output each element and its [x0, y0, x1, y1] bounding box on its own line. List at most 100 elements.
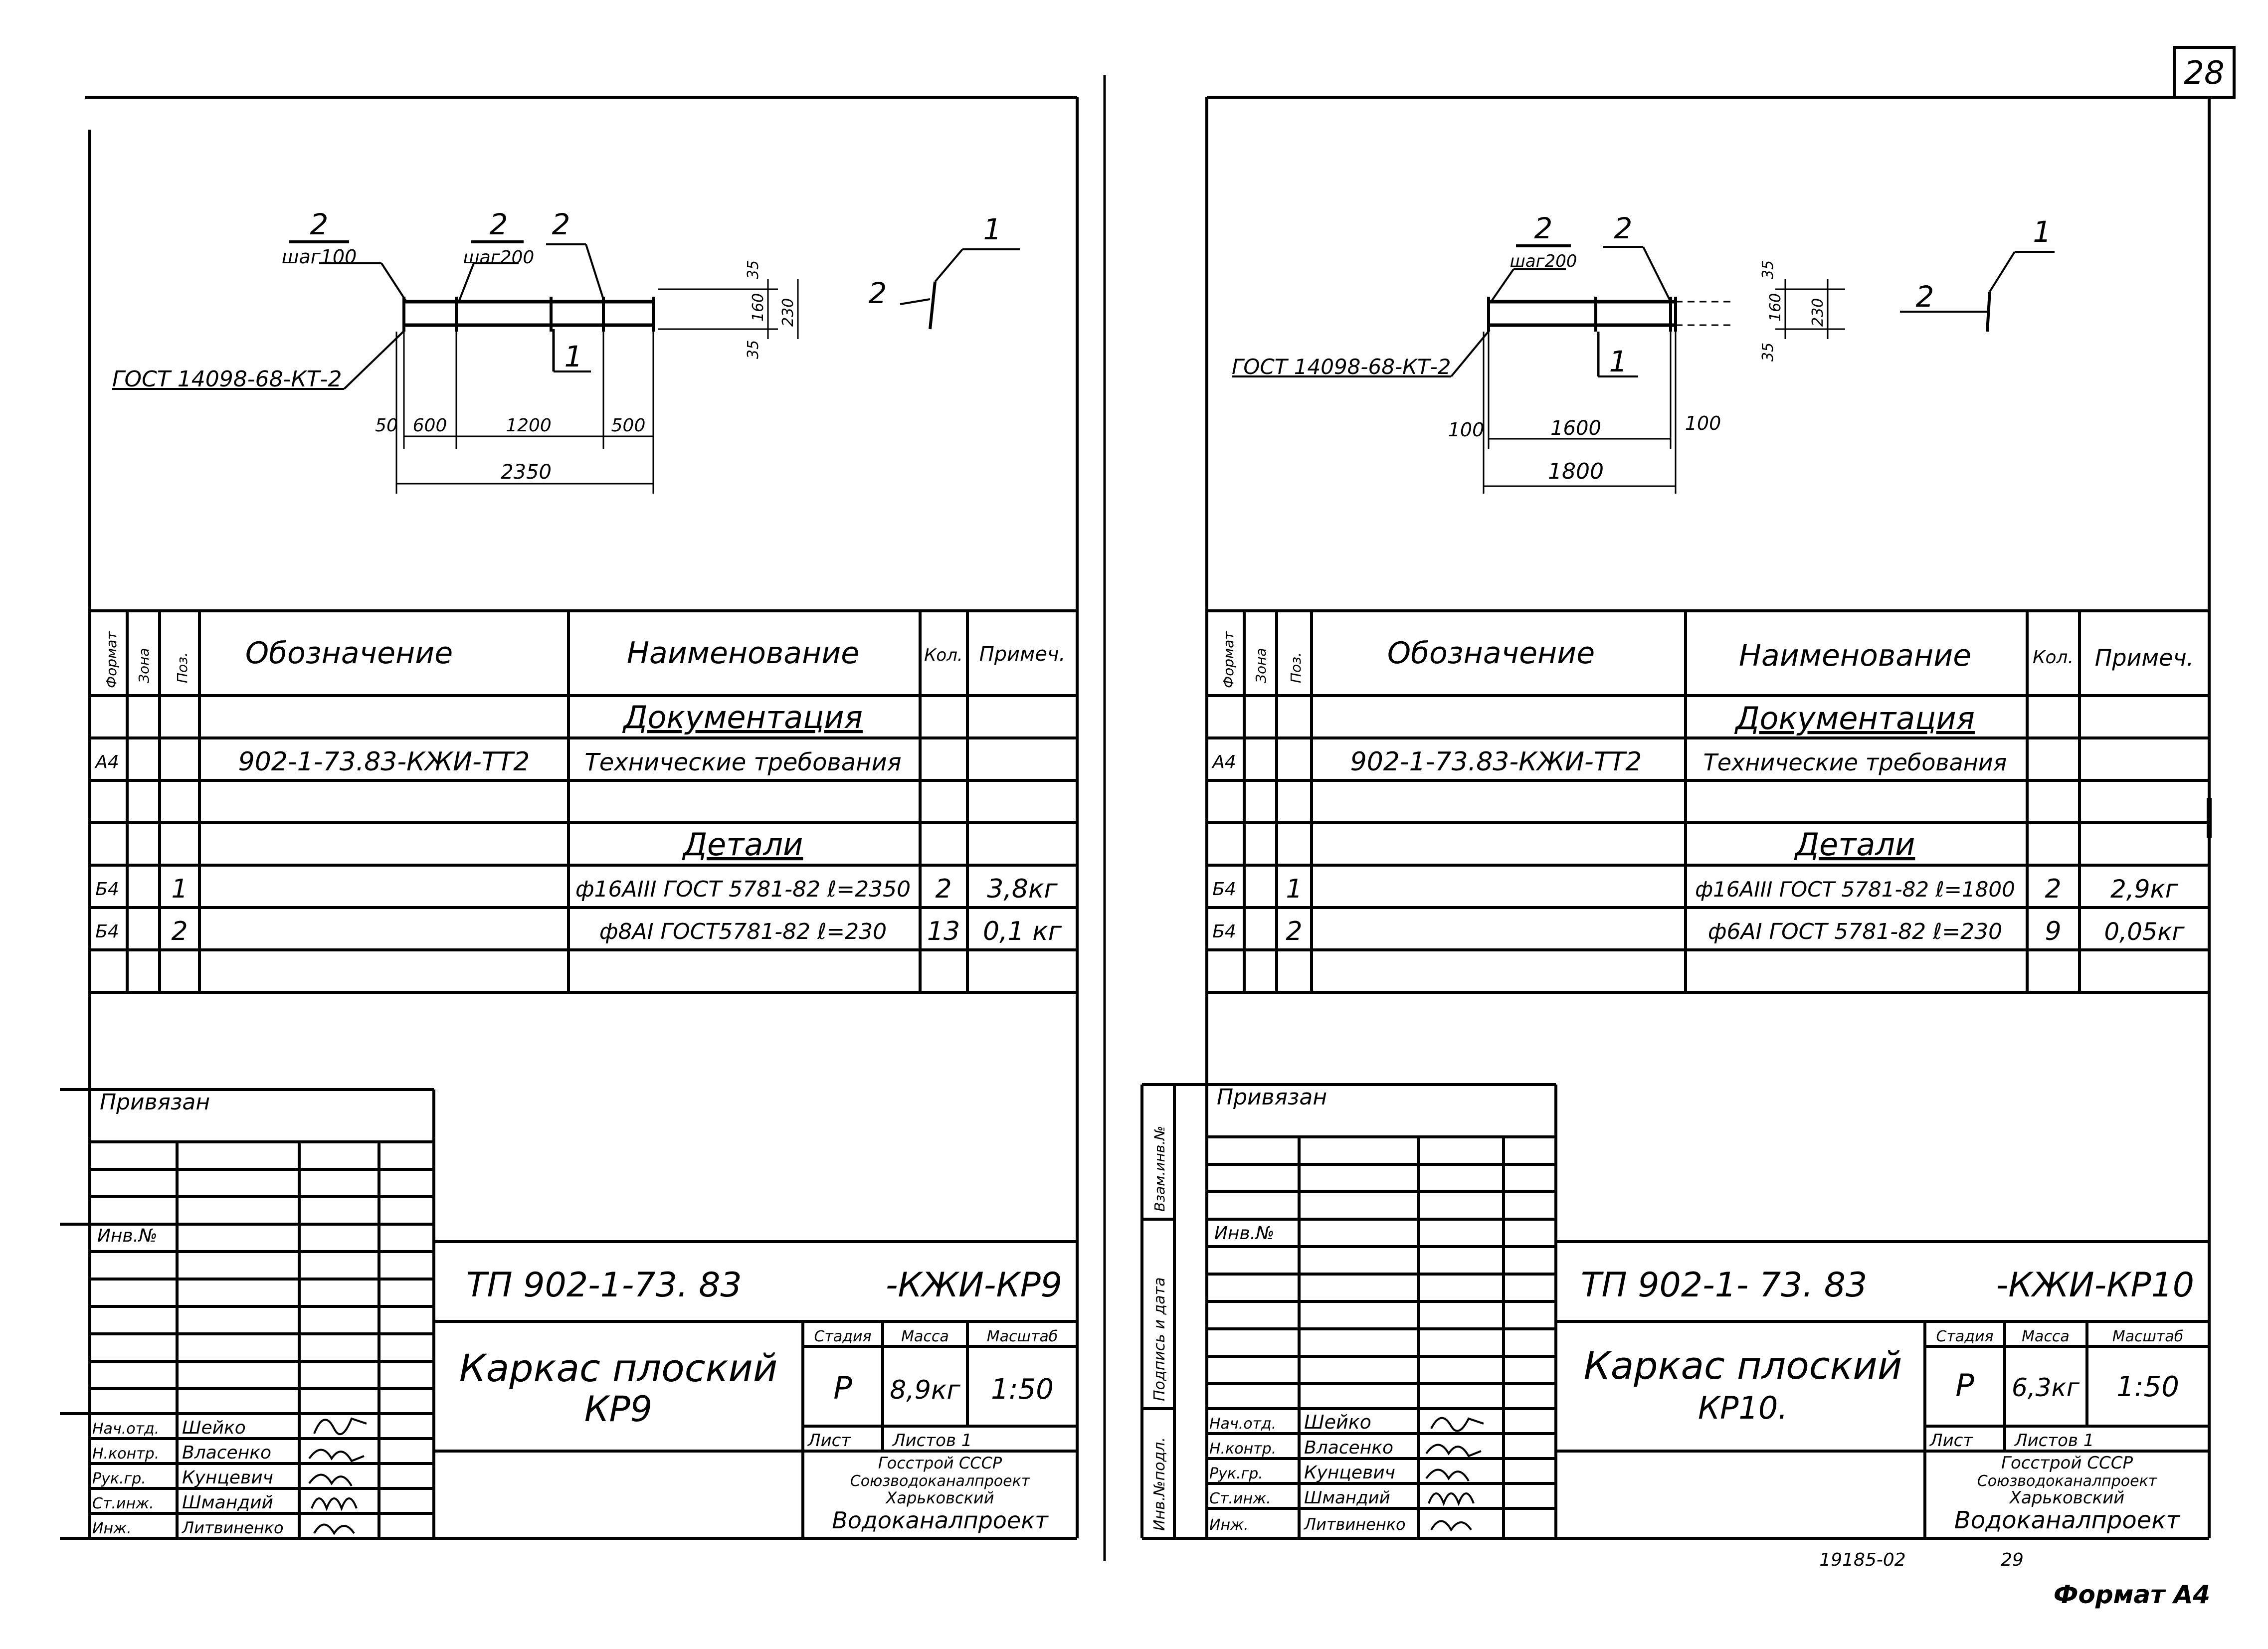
- left-name-1: Шейко: [182, 1418, 246, 1438]
- right-h-designation: Обозначение: [1387, 636, 1595, 671]
- right-dim-100b: 100: [1685, 412, 1721, 434]
- right-role-3: Рук.гр.: [1209, 1465, 1263, 1482]
- right-privyazan: Привязан: [1217, 1085, 1327, 1110]
- right-label-1-sub: шаг200: [1510, 251, 1577, 271]
- right-section-mark: 1: [1609, 345, 1628, 378]
- right-detail-num-left: 2: [1916, 280, 1934, 314]
- right-doc-designation: 902-1-73.83-КЖИ-ТТ2: [1350, 747, 1642, 777]
- left-side-dim-2: 160: [750, 293, 767, 322]
- right-row2-name: ф6АI ГОСТ 5781-82 ℓ=230: [1708, 919, 2002, 944]
- right-inv: Инв.№: [1214, 1223, 1275, 1244]
- right-h-name: Наименование: [1739, 638, 1971, 673]
- footer-sheet: 29: [2001, 1550, 2024, 1570]
- left-h-note: Примеч.: [979, 643, 1066, 666]
- right-side-dim-1: 35: [1759, 260, 1777, 279]
- right-h-pos: Поз.: [1288, 652, 1304, 683]
- left-detail-num-top: 1: [983, 212, 1002, 246]
- right-section-docs: Документация: [1734, 700, 1975, 736]
- left-dim-500: 500: [611, 415, 646, 436]
- right-side-dim-2: 160: [1767, 293, 1784, 322]
- right-spec-table: Формат Зона Поз. Обозначение Наименовани…: [1211, 631, 2194, 946]
- left-org-3: Харьковский: [885, 1488, 994, 1507]
- right-side-label-3: Взам.инв.№: [1151, 1126, 1168, 1212]
- right-doc-format: А4: [1211, 752, 1236, 772]
- left-lists: Листов 1: [892, 1431, 972, 1451]
- sheet-left: [60, 96, 1079, 1540]
- right-role-5: Инж.: [1209, 1516, 1249, 1534]
- left-side-dim-3: 35: [745, 340, 762, 359]
- right-dim-total: 1800: [1548, 459, 1604, 484]
- right-row2-note: 0,05кг: [2104, 918, 2185, 946]
- left-doc-code: ТП 902-1-73. 83: [466, 1266, 742, 1305]
- right-dim-100a: 100: [1448, 419, 1485, 441]
- right-signature-4: [1428, 1492, 1475, 1506]
- footer-code: 19185-02: [1819, 1550, 1905, 1570]
- right-row2-pos: 2: [1286, 916, 1302, 946]
- right-list: Лист: [1929, 1431, 1973, 1451]
- left-label-3-num: 2: [552, 207, 570, 241]
- left-doc-suffix: -КЖИ-КР9: [886, 1266, 1062, 1305]
- left-stamp: Привязан Инв.№ ТП 902-1-73. 83 -КЖИ-КР9 …: [92, 1090, 1062, 1537]
- left-side-dim-1: 35: [745, 260, 762, 279]
- left-dim-600: 600: [413, 415, 447, 436]
- left-h-zone: Зона: [136, 648, 152, 683]
- left-signature-1: [313, 1417, 367, 1436]
- left-org-4: Водоканалпроект: [832, 1507, 1049, 1534]
- left-role-5: Инж.: [92, 1520, 132, 1537]
- left-org-1: Госстрой СССР: [878, 1454, 1002, 1472]
- left-org-2: Союзводоканалпроект: [850, 1472, 1031, 1490]
- left-row2-name: ф8АI ГОСТ5781-82 ℓ=230: [599, 919, 887, 944]
- left-doc-format: А4: [94, 752, 119, 772]
- left-row1-format: Б4: [95, 879, 119, 900]
- left-scale: 1:50: [991, 1373, 1054, 1406]
- right-h-qty: Кол.: [2033, 647, 2074, 668]
- left-label-2-num: 2: [490, 207, 508, 241]
- left-signature-2: [308, 1449, 365, 1463]
- right-h-note: Примеч.: [2095, 644, 2194, 671]
- left-row1-note: 3,8кг: [987, 874, 1058, 904]
- page-number: 28: [2184, 55, 2224, 92]
- left-section-mark: 1: [565, 340, 583, 373]
- right-drawing-labels: 2 шаг200 2 ГОСТ 14098-68-КТ-2 1 35 160 3…: [1232, 211, 2051, 484]
- left-role-3: Рук.гр.: [92, 1470, 146, 1487]
- left-scale-h: Масштаб: [987, 1328, 1058, 1345]
- right-lists: Листов 1: [2014, 1431, 2094, 1451]
- right-org-3: Харьковский: [2009, 1488, 2125, 1508]
- left-signature-4: [311, 1497, 358, 1511]
- right-side-label-1: Инв.№подл.: [1151, 1437, 1168, 1531]
- left-inv: Инв.№: [97, 1226, 158, 1246]
- left-section-details: Детали: [682, 826, 803, 863]
- left-row2-qty: 13: [927, 916, 960, 946]
- right-label-1-num: 2: [1534, 211, 1553, 245]
- left-label-2-sub: шаг200: [463, 247, 535, 268]
- left-privyazan: Привязан: [100, 1090, 210, 1115]
- right-doc-name: Технические требования: [1703, 749, 2007, 776]
- right-title-2: КР10.: [1698, 1390, 1788, 1426]
- left-role-1: Нач.отд.: [92, 1420, 159, 1438]
- left-dim-1200: 1200: [506, 415, 552, 436]
- left-title-2: КР9: [584, 1389, 652, 1430]
- left-doc-name: Технические требования: [584, 748, 901, 776]
- left-row2-note: 0,1 кг: [983, 916, 1062, 946]
- left-label-1-sub: шаг100: [282, 246, 357, 268]
- left-section-docs: Документация: [622, 699, 863, 735]
- left-drawing-labels: 2 шаг100 2 шаг200 2 ГОСТ 14098-68-КТ-2 1…: [112, 207, 1001, 484]
- left-name-3: Кунцевич: [182, 1467, 273, 1488]
- left-role-4: Ст.инж.: [92, 1495, 154, 1512]
- right-doc-suffix: -КЖИ-КР10: [1996, 1266, 2194, 1305]
- right-role-1: Нач.отд.: [1209, 1415, 1276, 1433]
- right-row1-name: ф16АIII ГОСТ 5781-82 ℓ=1800: [1695, 877, 2015, 902]
- right-title-1: Каркас плоский: [1584, 1343, 1902, 1388]
- right-row2-qty: 9: [2045, 916, 2061, 946]
- left-doc-designation: 902-1-73.83-КЖИ-ТТ2: [238, 747, 530, 777]
- left-name-5: Литвиненко: [182, 1518, 284, 1537]
- right-scale-h: Масштаб: [2112, 1328, 2184, 1345]
- right-side-dim-4: 230: [1809, 298, 1827, 327]
- right-signature-5: [1430, 1520, 1472, 1532]
- left-list: Лист: [807, 1431, 851, 1451]
- right-h-zone: Зона: [1253, 648, 1269, 683]
- left-row2-format: Б4: [95, 921, 119, 942]
- right-row1-qty: 2: [2045, 874, 2061, 904]
- left-stage-h: Стадия: [814, 1328, 871, 1345]
